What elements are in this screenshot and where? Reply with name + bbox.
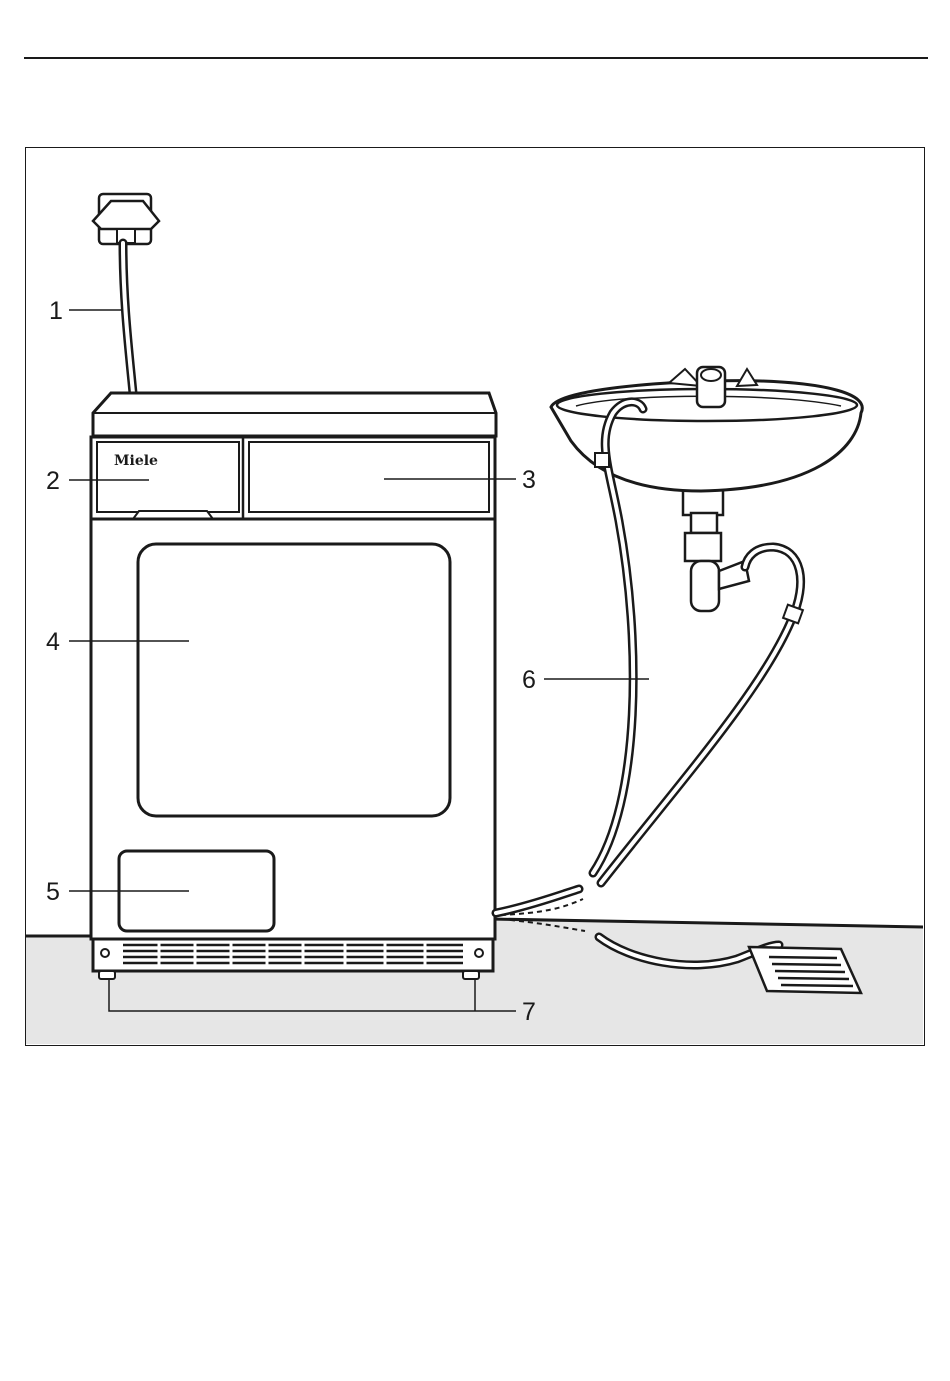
wall-socket bbox=[93, 194, 159, 244]
header-rule bbox=[24, 57, 928, 59]
brand-logo: Miele bbox=[114, 453, 158, 469]
installation-diagram: Miele bbox=[25, 147, 925, 1046]
foot-right bbox=[463, 971, 479, 979]
callout-4: 4 bbox=[46, 628, 60, 656]
foot-left bbox=[99, 971, 115, 979]
callout-5: 5 bbox=[46, 878, 60, 906]
siphon-trap bbox=[691, 561, 719, 611]
diagram-svg: Miele bbox=[26, 148, 923, 1044]
callout-3: 3 bbox=[522, 466, 536, 494]
callout-2: 2 bbox=[46, 467, 60, 495]
floor-drain bbox=[749, 947, 861, 993]
lint-filter-panel bbox=[249, 442, 489, 512]
dryer-door bbox=[138, 544, 450, 816]
callout-1: 1 bbox=[49, 297, 63, 325]
dryer-top bbox=[93, 393, 496, 436]
wash-basin bbox=[551, 367, 862, 611]
callout-6: 6 bbox=[522, 666, 536, 694]
callout-7: 7 bbox=[522, 998, 536, 1026]
